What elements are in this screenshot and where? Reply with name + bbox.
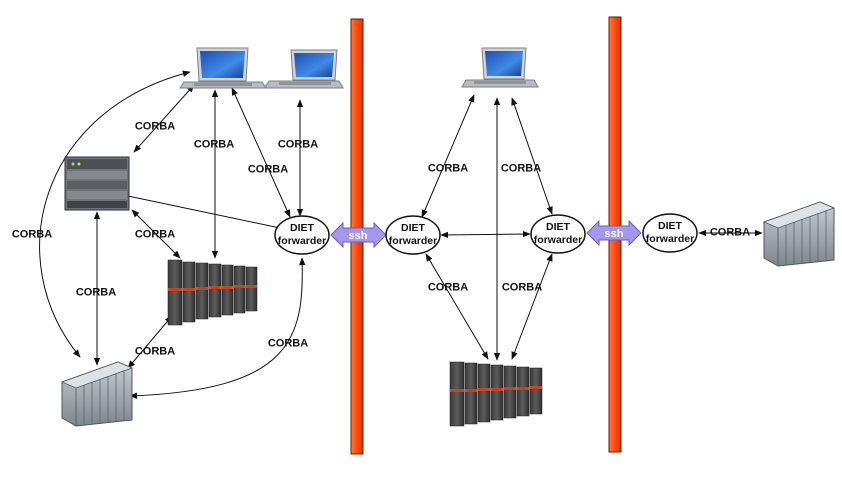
forwarder-line1: DIET <box>401 222 426 234</box>
link-laptop3-forwarder3 <box>511 97 553 215</box>
corba-label: CORBA <box>193 138 235 151</box>
corba-label: CORBA <box>267 337 309 350</box>
link-forwarder2-forwarder3 <box>440 230 531 239</box>
rack-cluster-icon <box>167 259 258 326</box>
laptop-icon <box>179 47 267 89</box>
forwarder-line2: forwarder <box>278 235 326 247</box>
ssh-tunnel-right: ssh <box>586 219 642 247</box>
link-laptop1-blade1-curve <box>39 70 191 358</box>
laptop-icon <box>461 47 539 88</box>
forwarder-line1: DIET <box>546 221 571 233</box>
corba-label: CORBA <box>427 281 469 294</box>
corba-label: CORBA <box>134 120 176 133</box>
diet-forwarder-node-2: DIET forwarder <box>385 215 441 255</box>
link-laptop1-forwarder1 <box>231 87 291 218</box>
corba-label: CORBA <box>500 162 542 175</box>
link-laptop3-forwarder2 <box>421 94 475 218</box>
forwarder-line2: forwarder <box>534 234 582 246</box>
forwarder-line1: DIET <box>290 222 315 234</box>
corba-label: CORBA <box>247 163 289 176</box>
forwarder-line1: DIET <box>658 220 683 232</box>
blade-cluster-icon <box>762 201 836 267</box>
link-forwarder2-rack2 <box>425 253 489 360</box>
corba-label: CORBA <box>277 138 319 151</box>
ssh-label-left: ssh <box>349 230 368 242</box>
ssh-label-right: ssh <box>605 228 624 240</box>
blade-cluster-icon <box>60 361 134 427</box>
ssh-tunnel-left: ssh <box>330 221 387 249</box>
diet-forwarder-node-4: DIET forwarder <box>642 213 698 253</box>
ssh-tunnel-arrow-icon <box>586 219 642 247</box>
connection-links <box>39 70 763 399</box>
link-forwarder3-rack2 <box>511 253 553 360</box>
corba-label: CORBA <box>709 226 751 239</box>
forwarder-line2: forwarder <box>646 233 694 245</box>
corba-label: CORBA <box>75 286 117 299</box>
laptop-icon <box>264 49 344 89</box>
corba-label: CORBA <box>134 228 176 241</box>
server-icon <box>64 156 130 211</box>
link-blade1-rack1 <box>127 315 173 369</box>
diet-forwarder-node-3: DIET forwarder <box>530 214 586 254</box>
link-server-forwarder1 <box>127 195 281 229</box>
corba-label: CORBA <box>501 281 543 294</box>
link-blade1-forwarder1-curve <box>129 257 306 399</box>
diet-forwarder-node-1: DIET forwarder <box>274 215 330 255</box>
rack-cluster-icon <box>449 361 543 427</box>
forwarder-line2: forwarder <box>389 235 437 247</box>
link-server-laptop1 <box>133 84 195 153</box>
corba-label: CORBA <box>11 228 53 241</box>
corba-label: CORBA <box>134 345 176 358</box>
corba-label: CORBA <box>427 162 469 175</box>
